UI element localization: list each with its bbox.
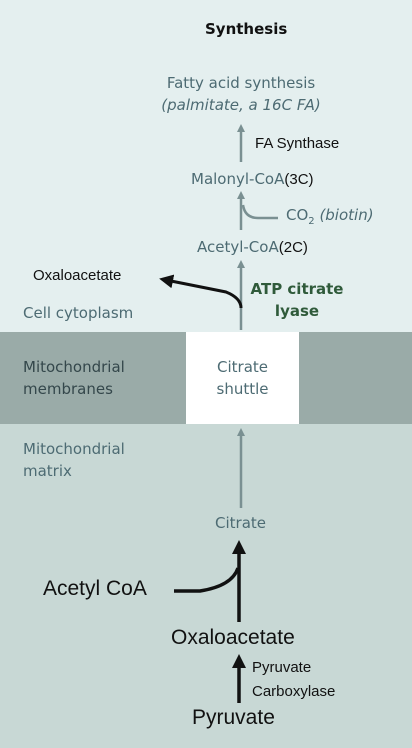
co2-input: CO2 (biotin) (286, 208, 374, 227)
acetyl-coa-matrix-label: Acetyl CoA (43, 577, 147, 600)
citrate-label: Citrate (215, 514, 266, 532)
diagram-title: Synthesis (205, 20, 288, 38)
fatty-acid-synthesis-label: Fatty acid synthesis (166, 74, 316, 92)
acetyl-coa-cytoplasm-label: Acetyl-CoA (197, 238, 279, 256)
citrate-shuttle-line1: Citrate (217, 358, 268, 376)
mitochondrial-matrix-region (0, 424, 412, 748)
mitochondrial-membranes-line1: Mitochondrial (23, 358, 125, 376)
cell-cytoplasm-label: Cell cytoplasm (23, 304, 134, 322)
co2-label: CO (286, 206, 309, 224)
cytoplasm-region (0, 0, 412, 332)
citrate-shuttle-box (186, 332, 299, 424)
malonyl-coa-carbons: (3C) (284, 171, 314, 188)
acetyl-coa-cytoplasm-node: Acetyl-CoA(2C) (197, 240, 308, 256)
palmitate-note: (palmitate, a 16C FA) (161, 96, 321, 114)
malonyl-coa-node: Malonyl-CoA(3C) (191, 172, 314, 188)
mitochondrial-membranes-line2: membranes (23, 380, 113, 398)
pyruvate-carboxylase-line2: Carboxylase (252, 683, 336, 700)
acetyl-coa-cytoplasm-carbons: (2C) (278, 239, 308, 256)
arrow-oxaloacetate-release (159, 274, 243, 309)
atp-citrate-lyase-line1: ATP citrate (250, 280, 344, 298)
mitochondrial-matrix-line1: Mitochondrial (23, 440, 125, 458)
pyruvate-label: Pyruvate (192, 706, 275, 729)
malonyl-coa-label: Malonyl-CoA (191, 170, 285, 188)
biotin-note: (biotin) (319, 206, 374, 224)
fa-synthase-label: FA Synthase (255, 135, 340, 152)
co2-subscript: 2 (308, 216, 315, 227)
pyruvate-carboxylase-line1: Pyruvate (252, 659, 312, 676)
atp-citrate-lyase-line2: lyase (274, 302, 320, 320)
oxaloacetate-cytoplasm-label: Oxaloacetate (33, 267, 122, 284)
oxaloacetate-matrix-label: Oxaloacetate (171, 626, 295, 649)
arrow-co2-input (241, 204, 278, 220)
mitochondrial-matrix-line2: matrix (23, 462, 72, 480)
arrow-acetylcoa-join (174, 567, 240, 593)
citrate-shuttle-line2: shuttle (216, 380, 269, 398)
